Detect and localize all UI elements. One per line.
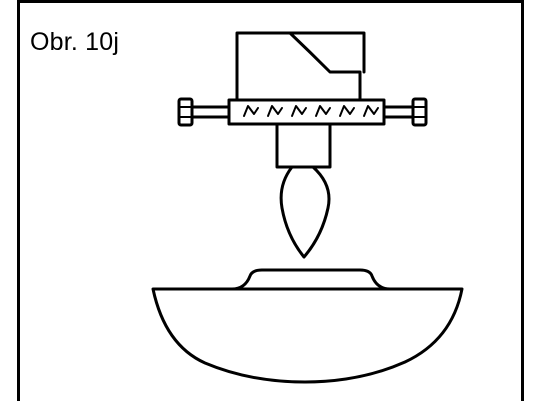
figure-label: Obr. 10j [30,28,120,56]
clamp-bar-hatching [243,105,379,117]
mounting-block [235,31,362,102]
workpiece-bowl [151,287,464,384]
frame-top-border [17,0,524,3]
mounting-block-top-right [288,31,366,74]
workpiece-boss [230,268,392,291]
frame-left-border [17,0,20,401]
nozzle [275,122,332,169]
frame-right-border [521,0,524,401]
left-screw-head [177,97,194,127]
flame [279,165,331,259]
right-screw-head [411,97,428,127]
